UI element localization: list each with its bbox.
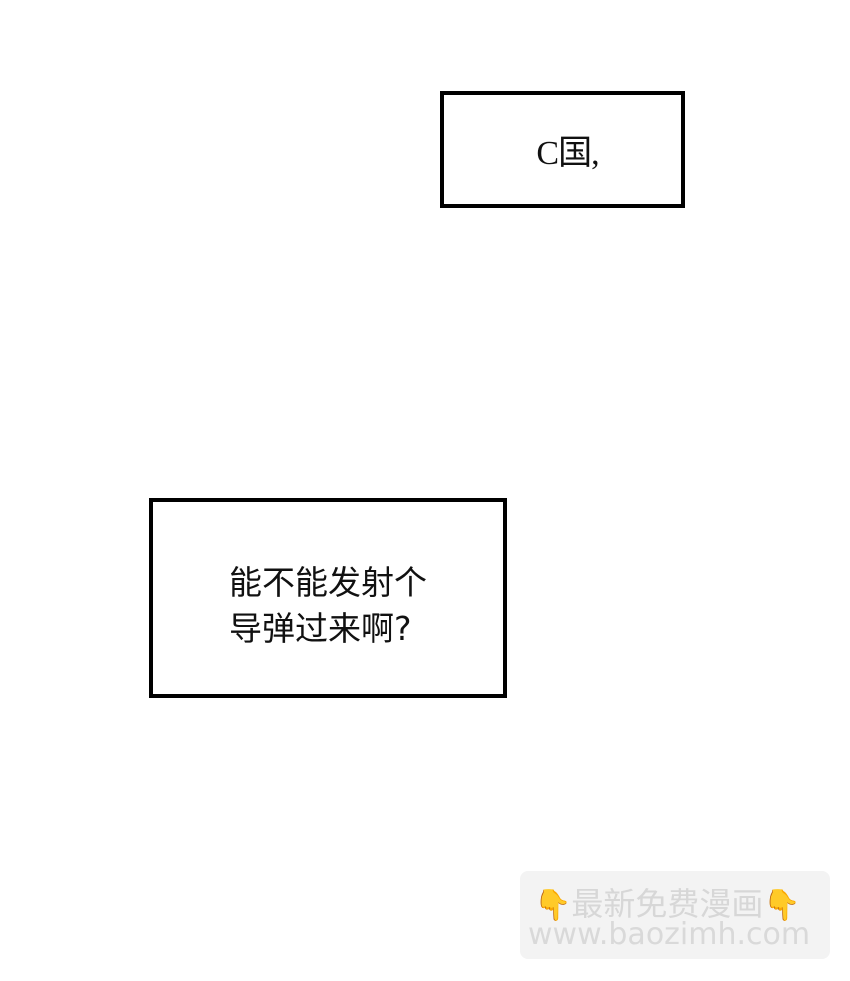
watermark-title-row: 👇最新免费漫画👇 bbox=[534, 879, 801, 925]
pointing-down-hand-icon: 👇 bbox=[534, 888, 572, 923]
speech-text-block: 能不能发射个 导弹过来啊? bbox=[229, 560, 427, 652]
speech-box-top: C国, bbox=[440, 91, 685, 208]
pointing-down-hand-icon: 👇 bbox=[763, 888, 801, 923]
speech-text: C国, bbox=[536, 135, 599, 172]
speech-line-2: 导弹过来啊? bbox=[229, 609, 412, 648]
speech-line-1: 能不能发射个 bbox=[229, 563, 427, 602]
watermark-title: 最新免费漫画 bbox=[571, 885, 764, 923]
watermark-url[interactable]: www.baozimh.com bbox=[528, 917, 811, 952]
watermark-banner[interactable]: 👇最新免费漫画👇 www.baozimh.com bbox=[520, 871, 830, 959]
speech-box-bottom: 能不能发射个 导弹过来啊? bbox=[149, 498, 507, 698]
